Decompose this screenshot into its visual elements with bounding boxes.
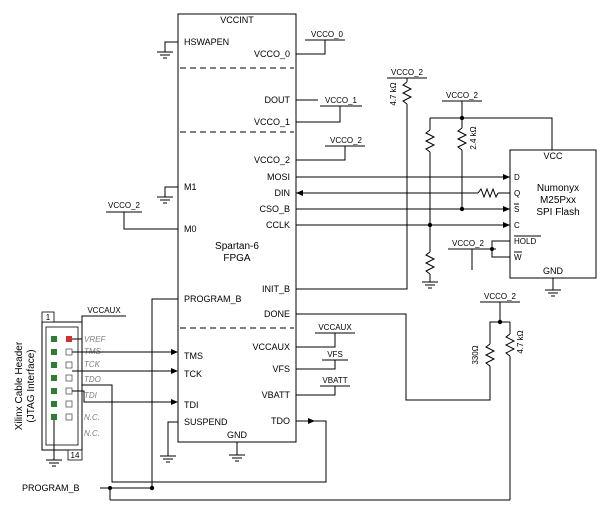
pin-square (65, 387, 73, 395)
header-title: Xilinx Cable Header (14, 341, 25, 430)
res-done-label: 4.7 kΩ (516, 330, 525, 353)
flash-pin-s: S (514, 205, 519, 214)
header-tdo: TDO (84, 375, 101, 384)
rail-vcco1: VCCO_1 (325, 96, 358, 105)
pin-mosi: MOSI (267, 172, 290, 182)
rail-vbatt: VBATT (322, 376, 347, 385)
pin-square (51, 349, 57, 355)
pin-square (51, 375, 57, 381)
pin-vcco2: VCCO_2 (254, 155, 290, 165)
header-pin-last: 14 (71, 451, 80, 460)
pin-done: DONE (264, 309, 290, 319)
pin-hswapen: HSWAPEN (184, 37, 229, 47)
rail-vfs: VFS (327, 350, 343, 359)
pin-cclk: CCLK (266, 220, 290, 230)
pin-square (65, 413, 73, 421)
resistor-2k4 (456, 118, 468, 209)
ground-symbol (229, 454, 245, 462)
pin-tms: TMS (184, 351, 203, 361)
pin-square (65, 348, 73, 356)
header-subtitle: (JTAG Interface) (26, 349, 37, 422)
pin-suspend: SUSPEND (184, 417, 228, 427)
program-b-net: PROGRAM_B (22, 483, 510, 501)
pin-program-b: PROGRAM_B (184, 294, 242, 304)
res-330-label: 330Ω (471, 345, 480, 364)
pin-dout: DOUT (265, 95, 291, 105)
rail-vcco2-hold: VCCO_2 (452, 239, 485, 248)
flash-pin-c: C (514, 221, 520, 230)
fpga-left-wiring: VCCO_2 (100, 41, 245, 489)
res-init-label: 4.7 kΩ (389, 82, 398, 105)
pin-tdi: TDI (184, 400, 199, 410)
header-pin-first: 1 (46, 313, 51, 322)
flash-pin-d: D (514, 173, 520, 182)
rail-vcco2-left: VCCO_2 (108, 201, 141, 210)
gnd-label: GND (227, 430, 248, 440)
resistor-330 (484, 321, 500, 367)
fpga-block: VCCINT GND Spartan-6 FPGA HSWAPEN M1 M0 … (177, 13, 297, 443)
pin-m1: M1 (184, 182, 197, 192)
pin-square (51, 362, 57, 368)
pin-square (51, 401, 57, 407)
pin-vcco0: VCCO_0 (254, 49, 290, 59)
pin-vccaux: VCCAUX (252, 342, 290, 352)
pin-init-b: INIT_B (262, 284, 290, 294)
jtag-header: 1 14 Xilinx Cable Header (JTAG Interface… (14, 306, 178, 467)
header-tck: TCK (84, 360, 101, 369)
pin-vbatt: VBATT (262, 390, 291, 400)
vccint-label: VCCINT (220, 15, 254, 25)
flash-pin-q: Q (514, 189, 520, 198)
res-pull-label: 2.4 kΩ (469, 126, 478, 149)
pin-square-vref (66, 336, 72, 342)
resistor-left (424, 118, 436, 282)
pin-vfs: VFS (272, 364, 290, 374)
rail-vcco2-done: VCCO_2 (484, 292, 517, 301)
rail-vccaux-header: VCCAUX (87, 306, 121, 315)
ground-symbol (422, 281, 438, 289)
pin-m0: M0 (184, 224, 197, 234)
spi-flash: VCC GND Numonyx M25Pxx SPI Flash D Q S C… (448, 149, 597, 297)
rail-vccaux-pin: VCCAUX (318, 323, 352, 332)
flash-model: M25Pxx (540, 195, 576, 206)
header-tdi: TDI (84, 391, 98, 400)
pin-square (51, 336, 57, 342)
flash-type: SPI Flash (536, 207, 579, 218)
resistor-init (401, 78, 413, 120)
fpga-right-wiring: VCCO_0 VCCO_1 VCCO_2 (60, 30, 553, 500)
net-program-b: PROGRAM_B (22, 483, 80, 493)
pin-tck: TCK (184, 369, 202, 379)
resistor (477, 187, 499, 199)
pin-vcco1: VCCO_1 (254, 117, 290, 127)
pin-square (65, 374, 73, 382)
flash-gnd: GND (543, 266, 564, 276)
fpga-sub: FPGA (223, 253, 251, 264)
header-vref: VREF (84, 335, 106, 344)
flash-pin-w: W (514, 253, 522, 262)
pin-square (65, 400, 73, 408)
pin-din: DIN (275, 188, 291, 198)
header-nc2: N.C. (84, 429, 100, 438)
fpga-name: Spartan-6 (215, 241, 259, 252)
rail-vcco2-r1: VCCO_2 (391, 68, 424, 77)
rail-vcco2-top: VCCO_2 (330, 136, 363, 145)
ground-symbol (160, 455, 176, 463)
ground-symbol (157, 196, 173, 204)
ground-symbol (157, 51, 173, 59)
flash-brand: Numonyx (537, 183, 579, 194)
resistor-done (504, 322, 516, 500)
pin-square (51, 388, 57, 394)
pin-cso-b: CSO_B (259, 204, 290, 214)
rail-vcco2-r2: VCCO_2 (446, 91, 479, 100)
pin-tdo: TDO (271, 416, 290, 426)
flash-pin-hold: HOLD (514, 237, 536, 246)
pin-square (65, 361, 73, 369)
rail-vcco0: VCCO_0 (311, 30, 344, 39)
header-nc1: N.C. (84, 413, 100, 422)
pin-square (51, 414, 57, 420)
ground-symbol (545, 289, 561, 297)
ground-symbol (46, 459, 62, 467)
flash-vcc: VCC (543, 151, 563, 161)
